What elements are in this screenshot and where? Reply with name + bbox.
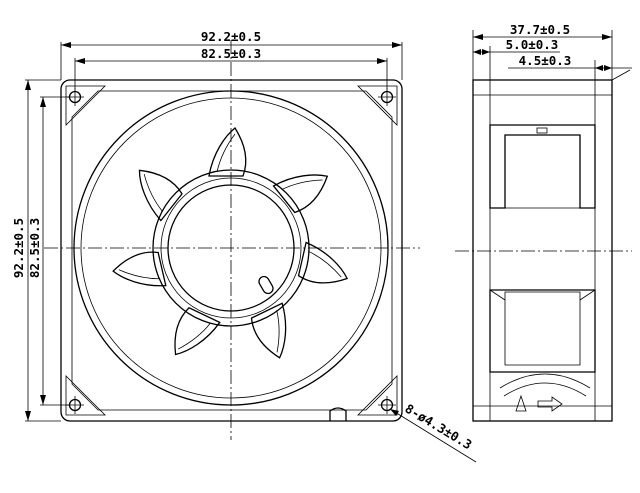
side-view	[455, 69, 632, 422]
rotation-arrow-icon	[515, 394, 527, 412]
impeller-blades	[110, 127, 354, 367]
wire-exit-notch	[329, 407, 347, 421]
fan-frame-outline	[60, 79, 403, 422]
airflow-arrow-icon	[537, 396, 563, 412]
side-window-lower	[489, 289, 596, 373]
leader-mounting-holes	[389, 408, 477, 463]
corner-flanges	[65, 85, 398, 416]
dim-hole-pitch-height: 82.5±0.3	[27, 218, 42, 278]
dim-rib-thickness: 4.5±0.3	[519, 53, 572, 68]
hub-label-slot	[258, 275, 274, 295]
front-view	[44, 40, 420, 440]
dim-depth: 37.7±0.5	[510, 22, 570, 37]
side-outline	[472, 79, 613, 422]
dim-flange-thickness: 5.0±0.3	[506, 37, 559, 52]
side-window-upper	[489, 124, 596, 209]
dim-hole-pitch-width: 82.5±0.3	[201, 46, 261, 61]
dim-overall-width: 92.2±0.5	[201, 29, 261, 44]
side-dimensions: 37.7±0.5 5.0±0.3 4.5±0.3	[472, 22, 632, 80]
dim-overall-height: 92.2±0.5	[11, 218, 26, 278]
dim-mounting-holes: 8-ø4.3±0.3	[402, 401, 474, 453]
fan-shroud-outline	[71, 90, 393, 411]
